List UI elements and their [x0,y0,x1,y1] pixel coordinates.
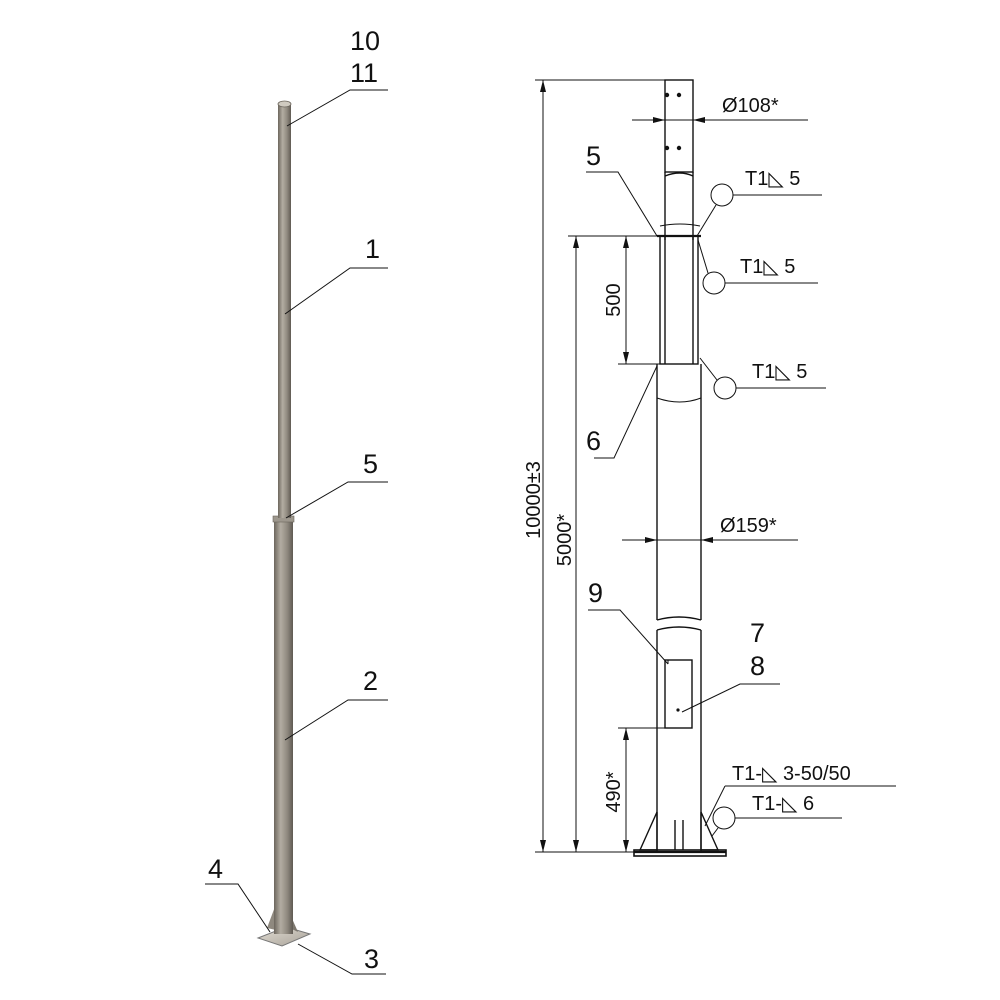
callout-3: 3 [364,944,379,974]
leader-5-section [586,171,658,237]
callout-5-section: 5 [586,141,601,171]
bolt-hole-4 [676,145,682,151]
weld-leader-5 [711,827,719,837]
leader-8 [681,683,780,713]
dia-159-arrow-right [701,537,713,543]
bolt-hole-2 [676,92,682,98]
callout-7: 7 [750,618,765,648]
weld-circle-3 [713,376,737,400]
dim-sleeve-length: 500 [603,283,625,316]
dia-108-arrow-left [653,117,665,123]
leader-3 [297,943,386,975]
weld-note-1: T1◺ 5 [745,168,800,190]
leader-5-iso [285,481,388,519]
tube-section-curve [656,397,702,403]
leader-10-11 [286,89,388,127]
callout-1: 1 [365,234,380,264]
dim-lower-height: 5000* [554,514,576,566]
dim-490-arrow-bottom [623,840,629,852]
weld-note-2: T1◺ 5 [740,256,795,278]
dim-500-arrow-top [623,236,629,248]
callout-2: 2 [363,666,378,696]
base-rib-left-section [638,811,658,851]
weld-leader-4 [704,785,726,827]
dim-5000-arrow-bottom [573,840,579,852]
weld-leader-2 [697,239,709,274]
dim-dia-top: Ø108* [722,95,779,117]
bolt-hole-1 [664,92,670,98]
callout-5-iso: 5 [363,449,378,479]
callout-4: 4 [208,854,223,884]
dim-overall-arrow-bottom [540,840,546,852]
weld-leader-3 [699,357,718,381]
dia-108-arrow-right [693,117,705,123]
dim-500-arrow-bottom [623,352,629,364]
top-fitting [664,79,694,173]
leader-4 [205,883,271,933]
leader-2 [284,699,388,741]
callout-9: 9 [588,578,603,608]
callout-10: 10 [350,26,380,56]
top-break-line [664,172,694,177]
weld-note-3: T1◺ 5 [752,361,807,383]
mid-break-line-1 [656,616,702,621]
callout-6: 6 [586,426,601,456]
callout-8: 8 [750,651,765,681]
sleeve-curve [659,223,701,227]
bolt-hole-3 [664,145,670,151]
isometric-pole-view: 10 11 1 5 2 4 3 [205,26,388,975]
door-latch [676,708,680,712]
base-plate-section [633,849,727,857]
weld-circle-1 [710,183,734,207]
leader-1 [284,267,388,315]
base-rib-right-section [700,811,720,851]
service-door [664,659,693,729]
pole-top-cap [277,100,292,108]
dim-490-arrow-top [623,728,629,740]
base-rib-left [267,904,276,930]
pole-upper-section [278,104,291,518]
weld-note-4: T1-◺ 3-50/50 [732,763,851,785]
mid-break-line-2 [656,626,702,631]
weld-note-5: T1-◺ 6 [752,793,814,815]
leader-9 [588,609,669,665]
weld-leader-1 [696,204,717,237]
leader-6 [594,365,658,459]
dim-dia-mid: Ø159* [720,515,777,537]
dimensioned-section-view: 10000±3 5000* 500 490* Ø108* Ø159* [523,79,896,857]
dim-overall-height: 10000±3 [523,461,545,539]
dim-door-height: 490* [603,771,625,812]
weld-circle-2 [702,271,726,295]
dim-5000-arrow-top [573,236,579,248]
weld-circle-5 [712,806,736,830]
dia-159-arrow-left [645,537,657,543]
callout-11: 11 [350,58,378,88]
dim-overall-arrow-top [540,80,546,92]
pole-lower-section [274,520,293,934]
